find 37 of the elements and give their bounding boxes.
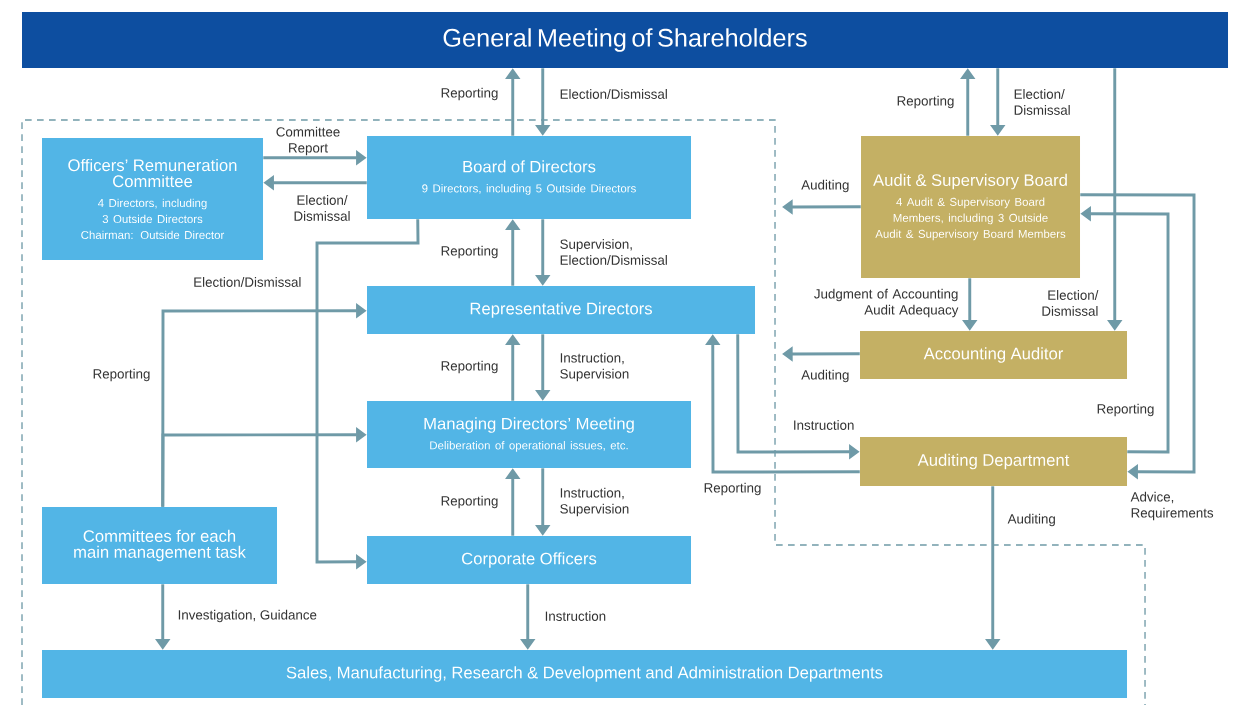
edge-label: Election/Dismissal [194, 277, 301, 287]
edge-label: Auditing [801, 369, 849, 383]
organization-box: Representative Directors [367, 286, 755, 334]
edge-label: Reporting [93, 368, 150, 382]
edge-label: Auditing [1007, 513, 1055, 527]
edge-label: Investigation, Guidance [178, 609, 317, 623]
audit-box: Audit & Supervisory Board 4 Audit & Supervisory Board Members, including 3 Outside Audit & Supervisory Board Members [861, 136, 1080, 278]
edge-label: Reporting [441, 245, 498, 259]
edge-label: Auditing [801, 179, 849, 193]
audit-box: Accounting Auditor [860, 331, 1127, 379]
edge-label: Judgment of Accounting Audit Adequacy [814, 288, 959, 318]
edge-label: Election/ Dismissal [1042, 290, 1099, 316]
organization-box: Officers’ Remuneration Committee 4 Directors, including 3 Outside Directors Chairman: Outside Director [42, 138, 263, 260]
edge-label: Instruction [794, 420, 854, 430]
edge-label: Advice, Requirements [1130, 491, 1214, 521]
organization-box: Committees for each main management task [42, 507, 277, 584]
edge-label: Reporting [1097, 403, 1154, 417]
audit-box: Auditing Department [860, 437, 1127, 486]
edge-label: Reporting [897, 95, 954, 109]
edge-label: Committee Report [276, 126, 340, 156]
edge-label: Election/ Dismissal [294, 195, 350, 221]
organization-box: Corporate Officers [367, 536, 691, 584]
edge-label: Reporting [441, 495, 498, 509]
edge-label: Instruction [545, 611, 606, 621]
organization-box: Managing Directors’ Meeting Deliberation of operational issues, etc. [367, 401, 691, 468]
edge-label: Reporting [441, 87, 498, 101]
edge-label: Instruction, Supervision [560, 352, 629, 382]
edge-label: Instruction, Supervision [560, 487, 629, 517]
edge-label: Election/ Dismissal [1014, 89, 1070, 115]
edge-label: Supervision, Election/Dismissal [560, 239, 667, 265]
organization-box: Board of Directors 9 Directors, including 5 Outside Directors [367, 136, 691, 219]
edge-label: Reporting [704, 482, 761, 496]
meeting-banner: General Meeting of Shareholders [22, 12, 1228, 68]
organization-box: Sales, Manufacturing, Research & Development and Administration Departments [42, 650, 1127, 698]
arrow [1080, 193, 1196, 480]
edge-label: Election/Dismissal [560, 89, 667, 99]
edge-label: Reporting [441, 360, 498, 374]
